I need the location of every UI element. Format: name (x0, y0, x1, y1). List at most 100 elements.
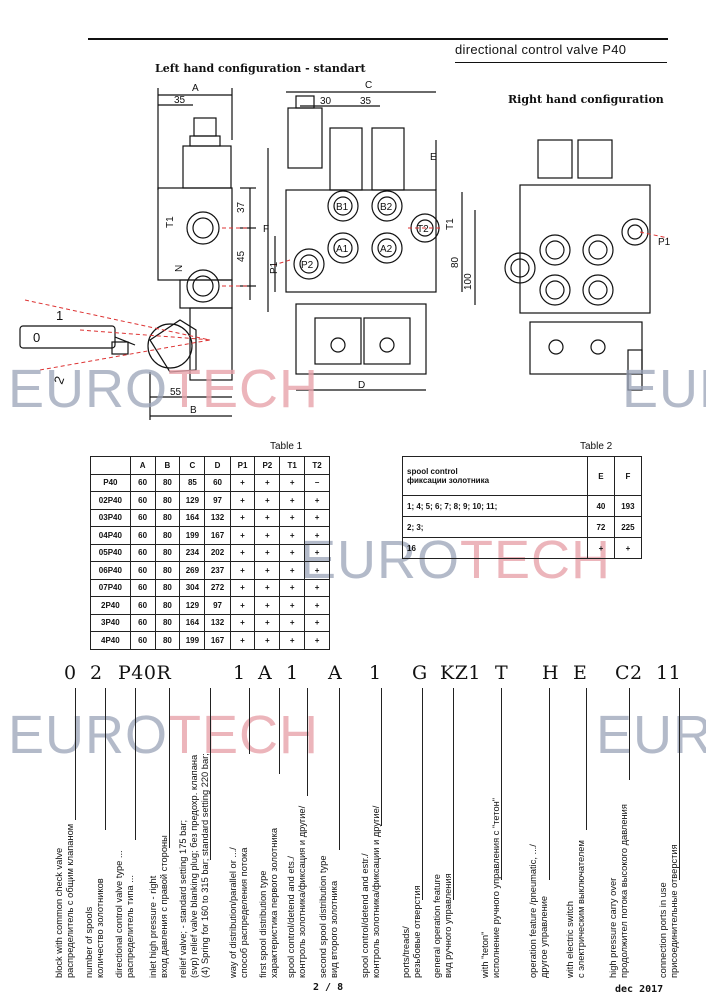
table1-cell: + (229, 596, 256, 615)
table1-cell: 80 (154, 491, 181, 510)
description-line: high pressure carry over (608, 877, 618, 978)
code-description: ports/treads/резьбовые отверстия (401, 885, 423, 978)
table1-cell: + (304, 631, 330, 650)
leader-line (422, 688, 423, 900)
lever-pos-0: 0 (33, 330, 40, 345)
table1-cell: 199 (179, 631, 206, 650)
port-p1-right: P1 (658, 237, 671, 248)
table1-cell: – (304, 473, 330, 492)
page-number: 2 / 8 (313, 982, 344, 993)
table1-header-cell (90, 456, 131, 475)
table1-cell: + (279, 473, 306, 492)
table1-cell: 60 (129, 526, 156, 545)
dim-100-label: 100 (463, 273, 474, 290)
description-line: продолжител потока высокого давления (619, 804, 629, 978)
description-line: with "teton" (480, 931, 490, 978)
table1-cell: 60 (129, 508, 156, 527)
left-lower-body (189, 307, 233, 381)
table2-header-cell: F (613, 456, 643, 496)
right-config-caption: Right hand configuration (508, 93, 664, 106)
table1-cell: 60 (129, 613, 156, 632)
description-line: распределитель с общим клапаном (65, 823, 75, 978)
table1-cell: + (229, 508, 256, 527)
port-a1-label: A1 (336, 244, 349, 255)
table2-caption: Table 2 (580, 441, 613, 452)
table1-cell: 80 (154, 561, 181, 580)
table1-cell: + (279, 578, 306, 597)
dim-55-label: 55 (170, 387, 182, 398)
dim-a-label: A (192, 83, 199, 94)
port-a2-label: A2 (380, 244, 393, 255)
table1-cell: 269 (179, 561, 206, 580)
dim-c-label: C (365, 80, 372, 91)
description-line: вид второго золотника (329, 880, 339, 978)
table1-cell: 80 (154, 578, 181, 597)
description-line: распределитель типа ... (125, 875, 135, 978)
port-t1-left: T1 (165, 216, 176, 228)
watermark-1: EUROTECH (8, 359, 320, 419)
description-line: connection ports in use (658, 882, 668, 978)
table1-cell: 199 (179, 526, 206, 545)
code-description: with "teton"исполнение ручного управлени… (480, 798, 502, 978)
header-rule (88, 38, 668, 40)
port-t1-center: T1 (445, 218, 456, 230)
lever-pos-1: 1 (56, 308, 63, 323)
table1-cell: + (254, 543, 281, 562)
table1-cell: + (304, 613, 330, 632)
table2-head-line2: фиксации золотника (407, 476, 490, 485)
watermark-5: EURO (596, 705, 706, 765)
dim-35-label: 35 (174, 95, 186, 106)
description-line: способ распределения потока (239, 847, 249, 978)
code-part: A (328, 662, 343, 684)
description-line: контроль золотника/фиксации и другие/ (371, 805, 381, 978)
code-description: directional control valve type ...распре… (114, 850, 136, 978)
table1-cell: + (279, 543, 306, 562)
table1-cell: 60 (129, 561, 156, 580)
description-line: number of spools (84, 906, 94, 978)
table1-cell: 80 (154, 473, 181, 492)
left-config-caption: Left hand configuration - standart (155, 62, 366, 75)
table1-cell: + (229, 613, 256, 632)
table2-row: 16++ (402, 537, 643, 559)
valve-drawing: A 35 C 30 35 F 37 45 55 B D E 80 100 T1 … (19, 80, 671, 420)
dim-b-label: B (190, 405, 197, 416)
table1-cell: 03P40 (90, 508, 131, 527)
table1-cell: 60 (129, 596, 156, 615)
table1-cell: 132 (204, 508, 231, 527)
table1-cell: 132 (204, 613, 231, 632)
description-line: вход давления с правой стороны (159, 835, 169, 978)
table1-cell: + (254, 613, 281, 632)
description-line: количество золотников (95, 878, 105, 978)
table1-cell: 167 (204, 526, 231, 545)
table1-cell: 80 (154, 631, 181, 650)
code-part: G (412, 662, 428, 684)
right-main-body (519, 184, 651, 314)
table1-cell: + (279, 596, 306, 615)
code-description: relief valve; - standard setting 175 bar… (178, 753, 211, 978)
description-line: block with common check valve (54, 847, 64, 978)
table1-cell: 234 (179, 543, 206, 562)
table1-cell: 164 (179, 613, 206, 632)
code-description: spool control/detend and ets./контроль з… (286, 806, 308, 978)
code-part: 1 (286, 662, 299, 684)
description-line: operation feature /pneumatic, .../ (528, 844, 538, 978)
table1-cell: + (254, 631, 281, 650)
port-t2-label: T2 (417, 224, 429, 235)
table2-cell: 225 (613, 516, 643, 538)
table1-header-cell: P2 (254, 456, 281, 475)
code-description: operation feature /pneumatic, .../другое… (528, 844, 550, 978)
table1-header-cell: A (129, 456, 156, 475)
dim-30-label: 30 (320, 96, 332, 107)
table2-header-cell: E (586, 456, 615, 496)
code-part: T (495, 662, 509, 684)
code-part: H (542, 662, 560, 684)
table1-cell: 167 (204, 631, 231, 650)
port-p2-label: P2 (301, 260, 314, 271)
dim-f-label: F (263, 224, 269, 235)
